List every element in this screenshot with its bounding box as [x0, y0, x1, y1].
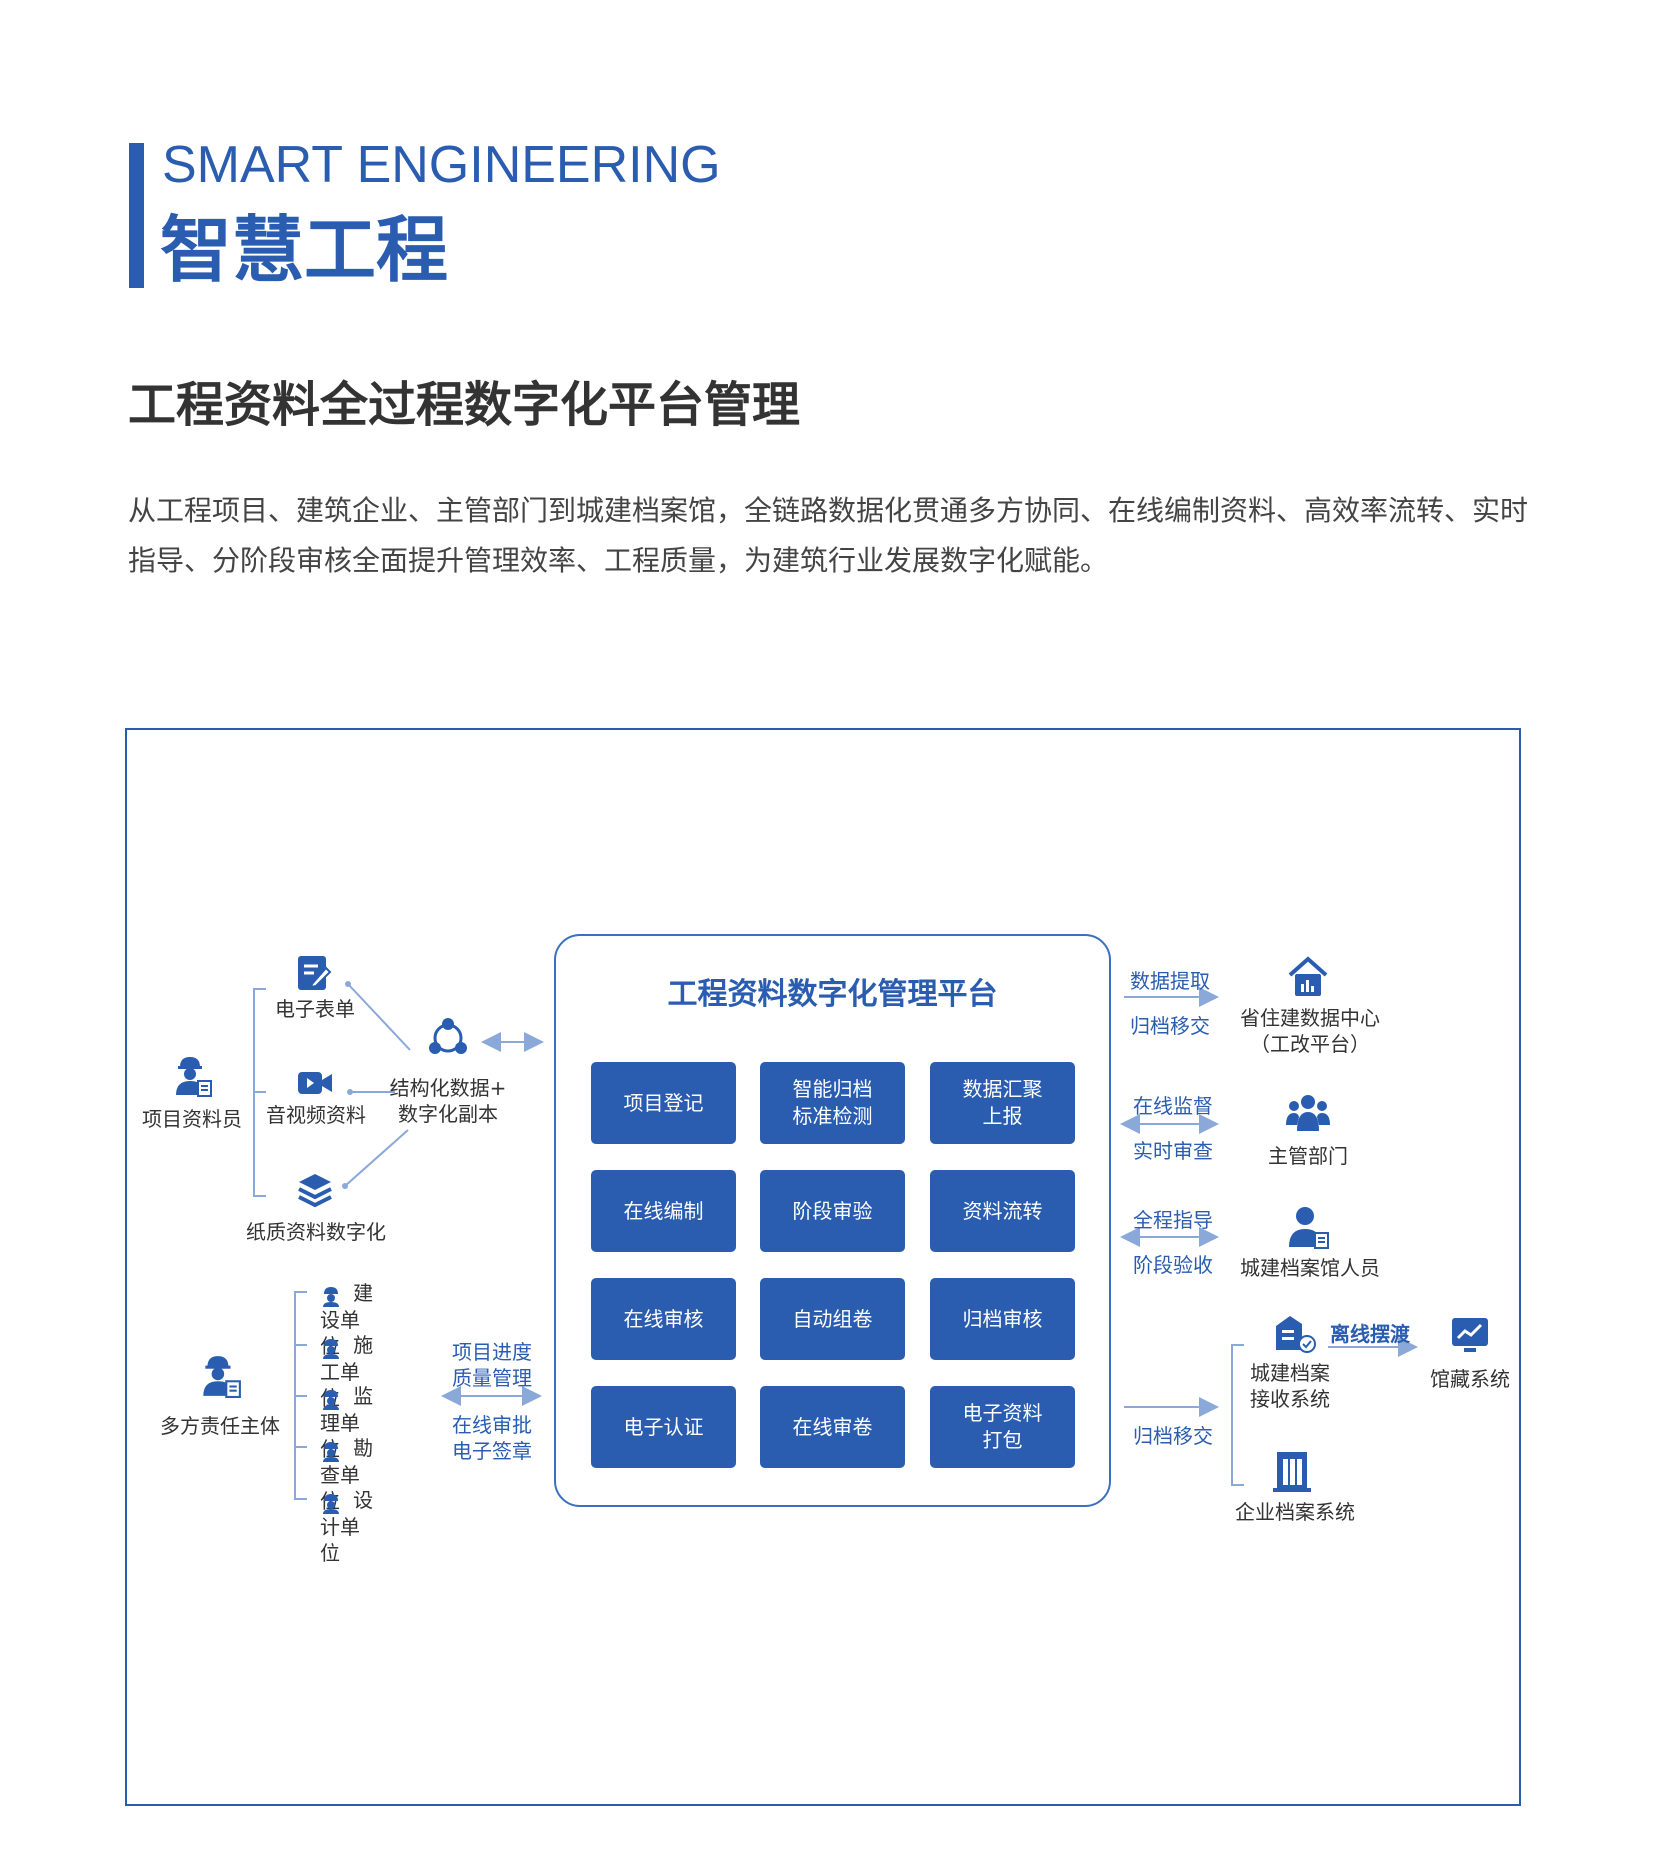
intro-paragraph: 从工程项目、建筑企业、主管部门到城建档案馆，全链路数据化贯通多方协同、在线编制资…: [128, 494, 1529, 577]
module-data-aggregate-report[interactable]: 数据汇聚 上报: [930, 1062, 1075, 1144]
module-e-data-package[interactable]: 电子资料 打包: [930, 1386, 1075, 1468]
list-item: 勘查单位: [320, 1436, 374, 1513]
archive-receive-system-label: 城建档案 接收系统: [1250, 1361, 1330, 1411]
archive-staff-label: 城建档案馆人员: [1240, 1256, 1380, 1280]
module-smart-archive-check[interactable]: 智能归档 标准检测: [760, 1062, 905, 1144]
progress-quality-label: 项目进度 质量管理: [452, 1340, 532, 1390]
link-stage-acceptance: 阶段验收: [1133, 1253, 1213, 1277]
module-stage-inspection[interactable]: 阶段审验: [760, 1170, 905, 1252]
archive-staff-icon: [1289, 1207, 1329, 1249]
video-icon: [298, 1072, 332, 1094]
list-item: 监理单位: [320, 1384, 374, 1461]
worker-icon: [323, 1441, 339, 1462]
approval-signature-label: 在线审批 电子签章: [452, 1413, 532, 1463]
clerk-label: 项目资料员: [142, 1107, 242, 1131]
module-e-certification[interactable]: 电子认证: [591, 1386, 736, 1468]
e-form-label: 电子表单: [275, 997, 355, 1021]
share-nodes-icon: [429, 1018, 467, 1054]
link-full-guidance: 全程指导: [1133, 1208, 1213, 1232]
english-title: SMART ENGINEERING: [162, 136, 721, 194]
chinese-title: 智慧工程: [160, 208, 449, 292]
worker-icon: [323, 1389, 339, 1410]
link-archive-transfer-1: 归档移交: [1130, 1014, 1210, 1038]
monitor-chart-icon: [1452, 1318, 1488, 1352]
list-item: 设计单位: [320, 1488, 374, 1565]
module-archive-review[interactable]: 归档审核: [930, 1278, 1075, 1360]
link-data-extract: 数据提取: [1130, 969, 1210, 993]
enterprise-archive-label: 企业档案系统: [1235, 1500, 1355, 1524]
worker-icon: [323, 1286, 339, 1307]
link-online-supervision: 在线监督: [1133, 1094, 1213, 1118]
platform-title: 工程资料数字化管理平台: [667, 977, 998, 1012]
module-data-circulation[interactable]: 资料流转: [930, 1170, 1075, 1252]
layers-icon: [298, 1174, 332, 1208]
module-online-review[interactable]: 在线审核: [591, 1278, 736, 1360]
parties-icon: [203, 1356, 241, 1398]
collection-system-label: 馆藏系统: [1430, 1367, 1510, 1391]
authority-dept-label: 主管部门: [1268, 1144, 1348, 1168]
parties-label: 多方责任主体: [160, 1414, 280, 1438]
module-auto-volume[interactable]: 自动组卷: [760, 1278, 905, 1360]
module-online-volume-review[interactable]: 在线审卷: [760, 1386, 905, 1468]
diagram-frame: [125, 728, 1521, 1806]
link-realtime-review: 实时审查: [1133, 1139, 1213, 1163]
module-online-compile[interactable]: 在线编制: [591, 1170, 736, 1252]
offline-transfer-label: 离线摆渡: [1330, 1322, 1410, 1346]
team-icon: [1286, 1095, 1330, 1131]
clerk-icon: [176, 1057, 212, 1097]
module-project-register[interactable]: 项目登记: [591, 1062, 736, 1144]
section-title: 工程资料全过程数字化平台管理: [128, 377, 801, 433]
building-data-icon: [1288, 956, 1328, 996]
provincial-data-center-label: 省住建数据中心 （工改平台）: [1240, 1006, 1380, 1056]
worker-icon: [323, 1493, 339, 1514]
enterprise-building-icon: [1273, 1452, 1311, 1492]
av-data-label: 音视频资料: [266, 1103, 366, 1127]
title-accent-bar: [129, 143, 144, 288]
structured-data-label: 结构化数据+ 数字化副本: [389, 1076, 507, 1126]
worker-icon: [323, 1338, 339, 1359]
e-form-icon: [298, 956, 332, 990]
paper-digitize-label: 纸质资料数字化: [246, 1220, 386, 1244]
link-archive-transfer-2: 归档移交: [1133, 1424, 1213, 1448]
archive-receive-icon: [1276, 1316, 1316, 1353]
